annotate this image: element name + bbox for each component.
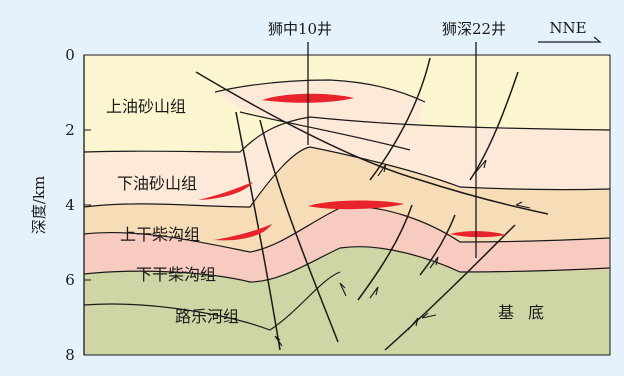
slip-arrows [274,159,531,347]
tick-label-2: 2 [65,121,75,139]
well-tracks [307,42,477,258]
formation-label-shangyoushashan: 上油砂山组 [106,97,186,116]
slip-arrow [377,163,387,177]
fault-line [357,204,413,301]
contact-line [84,116,610,153]
formation-label-shangganchaigou: 上干柴沟组 [120,225,200,244]
oil-body [450,231,506,238]
slip-arrow [421,312,437,319]
well-label-shishen22: 狮深22井 [442,20,506,38]
fault-line [369,57,431,181]
direction-label: NNE [549,19,586,37]
well-label-shizhong10: 狮中10井 [268,20,332,38]
slip-arrow [515,201,531,209]
axis-label: 深度/km [30,176,48,234]
tick-label-4: 4 [65,196,75,214]
slip-arrow [339,282,347,297]
formation-label-xiayoushashan: 下油砂山组 [117,174,197,193]
oil-body [214,224,272,241]
slip-arrow [369,286,379,299]
formation-label-xiaganchaigou: 下干柴沟组 [136,265,216,284]
fault-line [235,111,281,351]
fault-line [259,119,339,343]
slip-arrow [475,159,487,173]
formation-label-lulehe: 路乐河组 [175,307,239,326]
xiayoushashan-formation-layer [84,115,610,207]
direction-arrow [538,36,602,43]
upper-anticline-block [215,80,425,150]
tick-label-8: 8 [65,346,75,364]
contact-line [239,111,411,151]
thrust-fault-main [195,71,549,215]
tick-label-6: 6 [65,271,75,289]
slip-arrow [407,317,419,331]
contact-line [84,246,610,283]
contact-line [84,146,610,208]
oil-body [308,200,404,210]
fault-line [419,214,456,276]
slip-arrow [429,256,439,269]
strata-panel [84,55,610,355]
formation-label-basement: 基底 [498,303,558,322]
shangganchaigou-formation-layer [84,145,610,252]
direction-indicator: NNE [538,19,602,43]
xiaganchaigou-formation-layer [84,204,610,282]
fault-line [384,224,516,351]
slip-arrow [274,335,283,347]
depth-axis: 0 2 4 6 8 深度/km [30,46,91,364]
contact-line [214,79,426,103]
tick-label-0: 0 [65,46,75,64]
